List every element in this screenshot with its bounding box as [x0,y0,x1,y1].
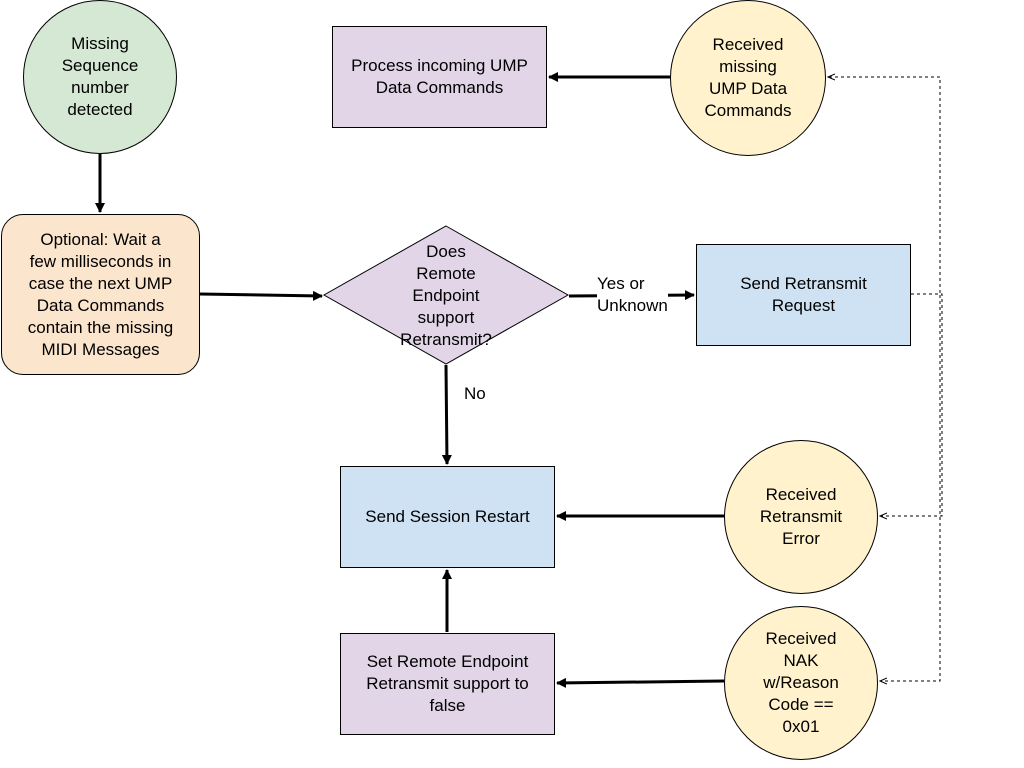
process-incoming-text: Process incoming UMP Data Commands [351,56,528,97]
received-error-text: Received Retransmit Error [759,485,843,548]
set-remote-text: Set Remote Endpoint Retransmit support t… [366,652,529,715]
no-label: No [464,384,486,403]
send-retransmit-text: Send Retransmit Request [740,274,867,315]
decision-node: Does Remote Endpoint support Retransmit? [364,240,528,352]
missing-sequence-text: Missing Sequence number detected [61,34,139,119]
received-missing-node: Received missing UMP Data Commands [670,0,826,156]
optional-wait-text: Optional: Wait a few milliseconds in cas… [27,229,174,359]
yes-unknown-label: Yes or Unknown [597,273,668,317]
edge-nak-to-set-remote [556,677,725,688]
send-restart-text: Send Session Restart [365,507,530,526]
received-missing-text: Received missing UMP Data Commands [704,35,792,120]
set-remote-node: Set Remote Endpoint Retransmit support t… [340,633,555,735]
received-error-node: Received Retransmit Error [724,440,878,594]
received-nak-node: Received NAK w/Reason Code == 0x01 [724,606,878,760]
edge-retransmit-to-received-error [880,293,943,516]
optional-wait-node: Optional: Wait a few milliseconds in cas… [1,214,200,375]
process-incoming-node: Process incoming UMP Data Commands [332,26,547,128]
edge-retransmit-to-received-nak [880,293,941,681]
decision-diamond [322,225,570,365]
received-nak-text: Received NAK w/Reason Code == 0x01 [763,629,839,736]
decision-text: Does Remote Endpoint support Retransmit? [400,242,492,349]
send-restart-node: Send Session Restart [340,466,555,568]
edge-decision-to-restart [441,364,452,465]
missing-sequence-node: Missing Sequence number detected [23,0,177,154]
send-retransmit-node: Send Retransmit Request [696,244,911,346]
edge-wait-to-decision [199,290,323,301]
